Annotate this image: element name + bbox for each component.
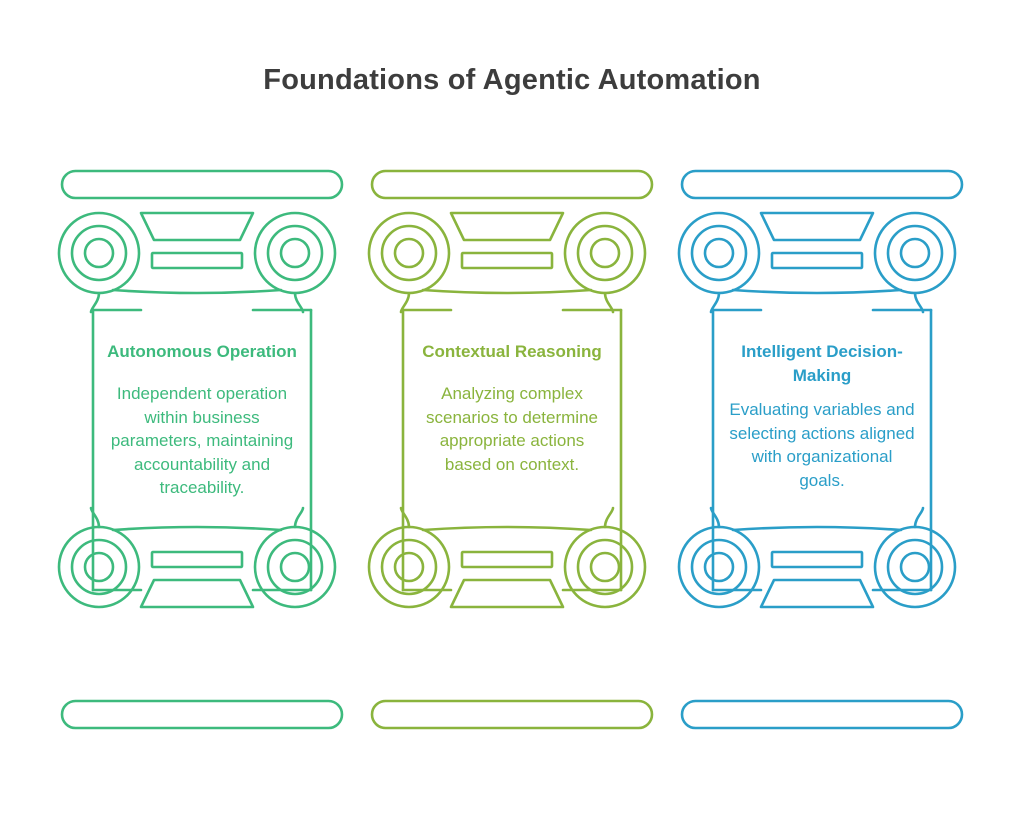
top-slab (60, 169, 344, 200)
volute-ring (576, 224, 634, 282)
volute-ring (83, 551, 115, 583)
volute-ring (576, 538, 634, 596)
pillar-description: Independent operation within business pa… (110, 384, 294, 497)
volute-ring (380, 224, 438, 282)
volute-ring (70, 224, 128, 282)
pillar-autonomous-operation: Autonomous Operation Independent operati… (57, 0, 347, 822)
column-base (677, 506, 957, 609)
volute-ring (886, 224, 944, 282)
pillar-graphic (367, 169, 654, 730)
capital-neck (731, 288, 903, 295)
volute-ring (703, 551, 735, 583)
capital-band (139, 578, 255, 609)
volute-ring (279, 237, 311, 269)
capital-band (759, 578, 875, 609)
capital-neck (913, 506, 925, 529)
column-capital (677, 211, 957, 314)
capital-neck (731, 525, 903, 532)
diagram-title: Foundations of Agentic Automation (263, 64, 761, 96)
volute-ring (266, 224, 324, 282)
capital-bar (150, 251, 244, 270)
top-slab (370, 169, 654, 200)
capital-neck (399, 291, 411, 314)
column-base (57, 506, 337, 609)
volute-ring (703, 237, 735, 269)
column-capital (57, 211, 337, 314)
pillar-contextual-reasoning: Contextual Reasoning Analyzing complex s… (367, 0, 657, 822)
capital-band (759, 211, 875, 242)
volute-ring (266, 538, 324, 596)
pillar-intelligent-decision-making: Intelligent Decision-Making Evaluating v… (677, 0, 967, 822)
pillar-title: Contextual Reasoning (422, 342, 602, 361)
capital-band (449, 211, 565, 242)
capital-neck (709, 506, 721, 529)
capital-neck (89, 291, 101, 314)
volute-ring (70, 538, 128, 596)
column-capital (367, 211, 647, 314)
volute-ring (886, 538, 944, 596)
volute-ring (899, 237, 931, 269)
capital-neck (111, 525, 283, 532)
volute-ring (690, 224, 748, 282)
volute-ring (589, 551, 621, 583)
capital-neck (421, 525, 593, 532)
pillar-title: Intelligent Decision-Making (741, 342, 903, 385)
pillar-text: Autonomous Operation Independent operati… (107, 340, 297, 500)
pillar-graphic (677, 169, 964, 730)
volute-ring (83, 237, 115, 269)
volute-ring (393, 237, 425, 269)
capital-bar (460, 251, 554, 270)
capital-band (139, 211, 255, 242)
volute-ring (380, 538, 438, 596)
bottom-slab (680, 699, 964, 730)
top-slab (680, 169, 964, 200)
column-base (367, 506, 647, 609)
volute-ring (690, 538, 748, 596)
capital-neck (293, 506, 305, 529)
bottom-slab (370, 699, 654, 730)
capital-neck (421, 288, 593, 295)
capital-neck (89, 506, 101, 529)
capital-neck (603, 506, 615, 529)
pillar-graphic (57, 169, 344, 730)
volute-ring (589, 237, 621, 269)
pillar-text: Contextual Reasoning Analyzing complex s… (417, 340, 607, 476)
volute-ring (393, 551, 425, 583)
capital-neck (709, 291, 721, 314)
capital-bar (460, 550, 554, 569)
bottom-slab (60, 699, 344, 730)
pillar-title: Autonomous Operation (107, 342, 297, 361)
capital-neck (111, 288, 283, 295)
capital-neck (399, 506, 411, 529)
pillar-description: Analyzing complex scenarios to determine… (426, 384, 598, 474)
capital-band (449, 578, 565, 609)
volute-ring (899, 551, 931, 583)
capital-bar (770, 251, 864, 270)
pillar-description: Evaluating variables and selecting actio… (729, 400, 915, 490)
volute-ring (279, 551, 311, 583)
pillar-text: Intelligent Decision-Making Evaluating v… (727, 340, 917, 492)
capital-bar (150, 550, 244, 569)
capital-bar (770, 550, 864, 569)
